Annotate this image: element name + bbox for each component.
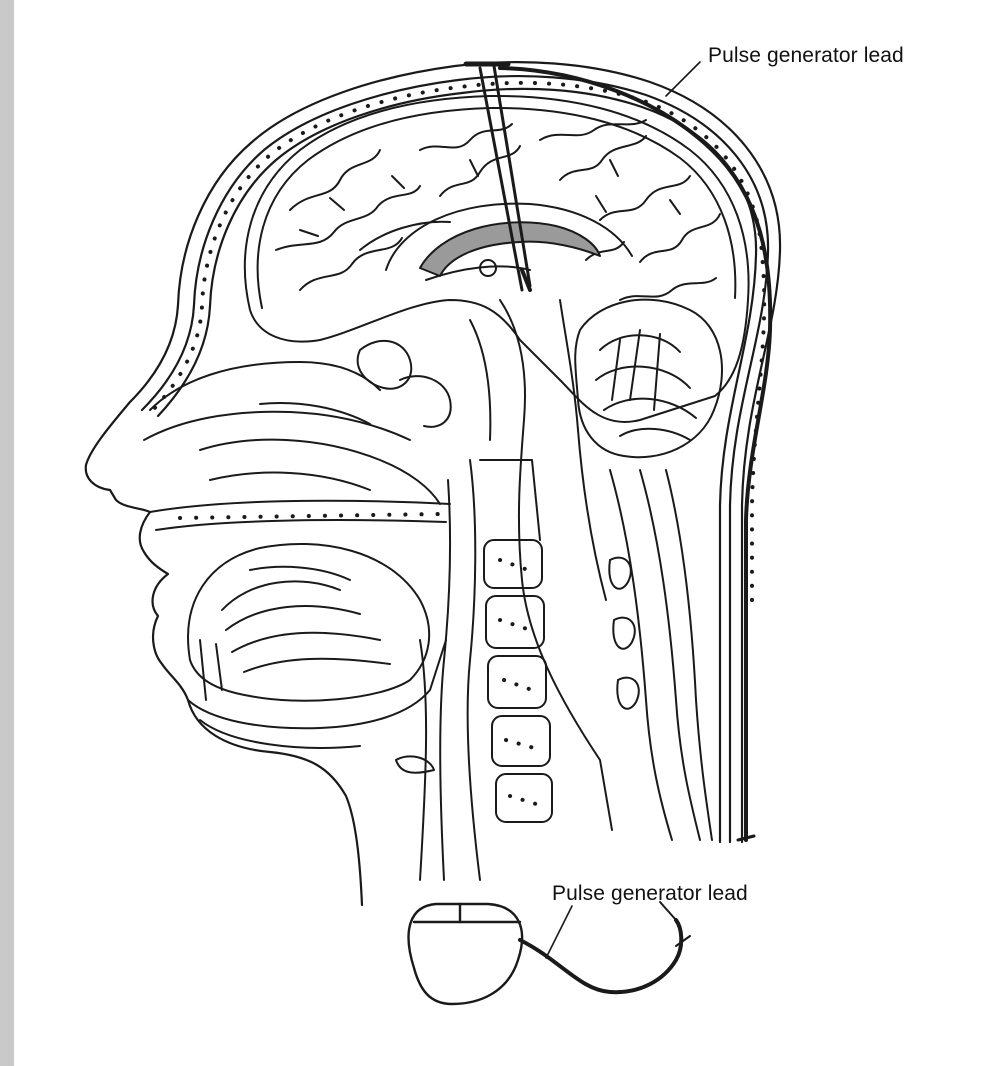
bottom-label-leader (546, 906, 572, 958)
nasal-structures (144, 341, 451, 504)
cerebral-gyri (276, 120, 720, 300)
top-lead-label: Pulse generator lead (708, 44, 904, 68)
cerebellum (575, 300, 722, 458)
pharynx (396, 460, 480, 880)
scalp-outline (86, 62, 780, 905)
top-label-leader (666, 62, 700, 96)
neck-muscles (609, 470, 712, 840)
cervical-vertebrae (480, 460, 552, 822)
bottom-lead-label: Pulse generator lead (552, 882, 748, 906)
head-sagittal-diagram: Pulse generator lead Pulse generator lea… (14, 0, 1000, 1066)
pulse-generator-device (409, 904, 523, 1004)
brain-outline (245, 96, 749, 422)
pulse-generator-lead-cable (520, 902, 690, 992)
tongue (188, 544, 429, 701)
palate-dots (180, 514, 440, 518)
anatomy-illustration (14, 0, 1000, 1066)
mandible (188, 640, 446, 748)
